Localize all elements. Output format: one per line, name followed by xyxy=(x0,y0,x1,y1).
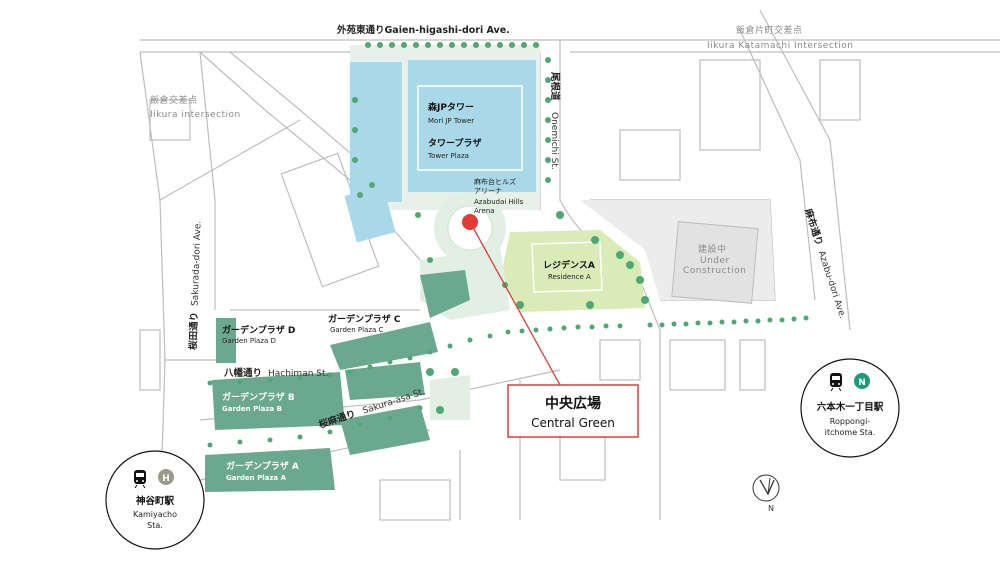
arena-label-en-1: Azabudai Hills xyxy=(474,198,524,206)
garden-plaza-b-east xyxy=(345,362,425,400)
callout-label-en: Central Green xyxy=(531,416,615,430)
tower-plaza-label-en: Tower Plaza xyxy=(427,152,469,160)
mori-jp-tower-label-en: Mori JP Tower xyxy=(428,117,474,125)
garden-plaza-a-block xyxy=(205,448,335,492)
garden-plaza-b-block xyxy=(212,372,345,430)
roppongi-itchome-station[interactable]: N 六本木一丁目駅 Roppongi- itchome Sta. xyxy=(800,358,900,458)
residence-a-building xyxy=(531,241,603,293)
side-building xyxy=(344,185,396,243)
garden-plaza-c-label-en: Garden Plaza C xyxy=(330,326,384,334)
azabu-label-jp: 麻布通り xyxy=(802,206,825,247)
namboku-line-badge xyxy=(854,373,870,389)
katamachi-intersection-jp: 飯倉片町交差点 xyxy=(736,24,803,36)
train-icon xyxy=(830,373,842,392)
hibiya-line-letter: H xyxy=(162,474,170,484)
gaien-road-label: 外苑東通りGaien-higashi-dori Ave. xyxy=(336,24,510,36)
roppongi-name-en-1: Roppongi- xyxy=(830,417,871,426)
arena-label-en-2: Arena xyxy=(474,207,495,215)
roppongi-name-en-2: itchome Sta. xyxy=(825,428,876,437)
residence-a-label-en: Residence A xyxy=(548,273,591,281)
mori-jp-tower-label-jp: 森JPタワー xyxy=(428,101,474,113)
train-icon xyxy=(134,470,146,489)
katamachi-intersection-en: Iikura Katamachi Intersection xyxy=(707,41,854,51)
kamiyacho-name-en-1: Kamiyacho xyxy=(133,510,177,519)
construction-label-jp: 建設中 xyxy=(698,243,727,255)
tower-plaza-label-jp: タワープラザ xyxy=(428,137,481,149)
garden-plaza-b-label-jp: ガーデンプラザ B xyxy=(222,391,295,403)
kamiyacho-name-en-2: Sta. xyxy=(147,521,163,530)
kamiyacho-name-jp: 神谷町駅 xyxy=(136,495,175,507)
iikura-intersection-jp: 飯倉交差点 xyxy=(150,94,198,106)
construction-label-en-1: Under xyxy=(700,256,730,266)
central-green-marker[interactable] xyxy=(462,214,478,230)
arena-label-jp-2: アリーナ xyxy=(474,187,502,195)
garden-plaza-a-label-en: Garden Plaza A xyxy=(226,474,287,482)
residence-a-label-jp: レジデンスA xyxy=(543,259,595,271)
onemichi-label-jp: 尾根道 xyxy=(549,71,561,101)
kamiyacho-station[interactable]: H 神谷町駅 Kamiyacho Sta. xyxy=(105,450,205,550)
hibiya-line-badge xyxy=(158,469,174,485)
mori-jp-tower-block xyxy=(350,62,402,202)
small-green xyxy=(430,375,470,420)
garden-plaza-c-lower xyxy=(330,322,438,370)
iikura-intersection-en: Iikura intersection xyxy=(150,110,241,120)
compass-north-label: N xyxy=(768,504,774,513)
hachiman-label-en: Hachiman St. xyxy=(268,369,328,379)
tree-markers xyxy=(207,42,809,448)
garden-plaza-c-block xyxy=(420,270,470,318)
roppongi-name-jp: 六本木一丁目駅 xyxy=(817,401,884,413)
garden-plaza-d-label-en: Garden Plaza D xyxy=(222,337,276,345)
garden-plaza-a-label-jp: ガーデンプラザ A xyxy=(226,460,299,472)
callout-leader-line xyxy=(469,221,561,386)
central-green-callout[interactable]: 中央広場 Central Green xyxy=(507,384,639,438)
garden-plaza-b-label-en: Garden Plaza B xyxy=(222,405,282,413)
hachiman-label-jp: 八幡通り xyxy=(223,367,262,379)
sakurada-label-en: Sakurada-dori Ave. xyxy=(191,221,204,307)
callout-label-jp: 中央広場 xyxy=(545,395,601,412)
construction-building xyxy=(671,221,759,304)
onemichi-label-en: Onemichi St. xyxy=(549,112,559,170)
garden-plaza-d-label-jp: ガーデンプラザ D xyxy=(222,324,295,336)
north-compass-icon: N xyxy=(752,474,780,513)
garden-plaza-c-label-jp: ガーデンプラザ C xyxy=(328,313,401,325)
sakurada-label-jp: 桜田通り xyxy=(187,312,200,350)
namboku-line-letter: N xyxy=(858,378,866,388)
garden-plaza-a-east xyxy=(340,405,430,455)
mori-jp-tower-main xyxy=(408,60,536,192)
arena-label-jp-1: 麻布台ヒルズ xyxy=(474,177,516,186)
construction-label-en-2: Construction xyxy=(683,266,746,276)
garden-plaza-d-block xyxy=(216,318,236,363)
